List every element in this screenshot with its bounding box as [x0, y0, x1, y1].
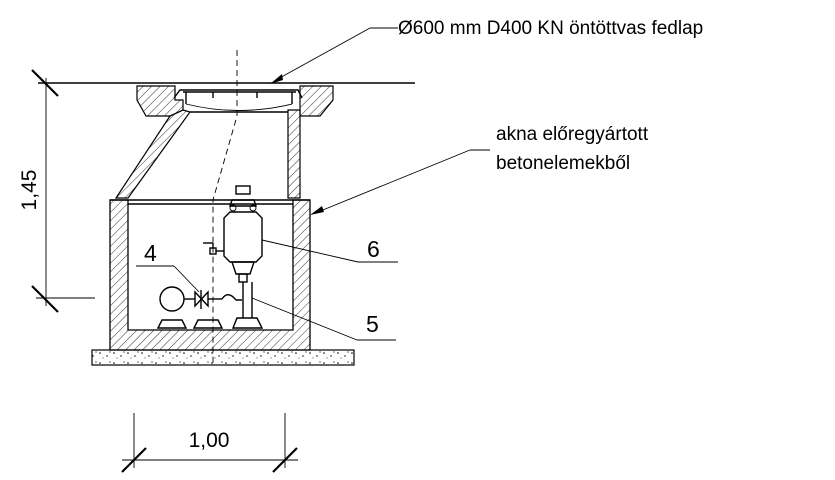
callout-4: 4 [136, 240, 200, 293]
cone-section [114, 85, 334, 199]
cast-iron-cover [173, 89, 303, 111]
centerline [212, 50, 238, 365]
callout-5-label: 5 [366, 311, 379, 337]
width-dimension-label: 1,00 [189, 429, 230, 452]
gravel-bed [91, 349, 355, 366]
height-dimension: 1,45 [18, 69, 95, 313]
callout-6-label: 6 [367, 236, 380, 262]
width-dimension: 1,00 [121, 413, 298, 473]
height-dimension-label: 1,45 [18, 170, 41, 211]
shaft-label-line2: betonelemekből [496, 153, 630, 174]
cover-label: Ø600 mm D400 KN öntöttvas fedlap [398, 18, 703, 39]
shaft-callout: akna előregyártott betonelemekből [310, 124, 649, 215]
callout-5: 5 [251, 297, 396, 341]
shaft-label-line1: akna előregyártott [496, 124, 649, 145]
pump-assembly [156, 282, 264, 329]
callout-6: 6 [261, 236, 398, 263]
callout-4-label: 4 [144, 240, 157, 266]
cover-callout: Ø600 mm D400 KN öntöttvas fedlap [270, 18, 703, 84]
